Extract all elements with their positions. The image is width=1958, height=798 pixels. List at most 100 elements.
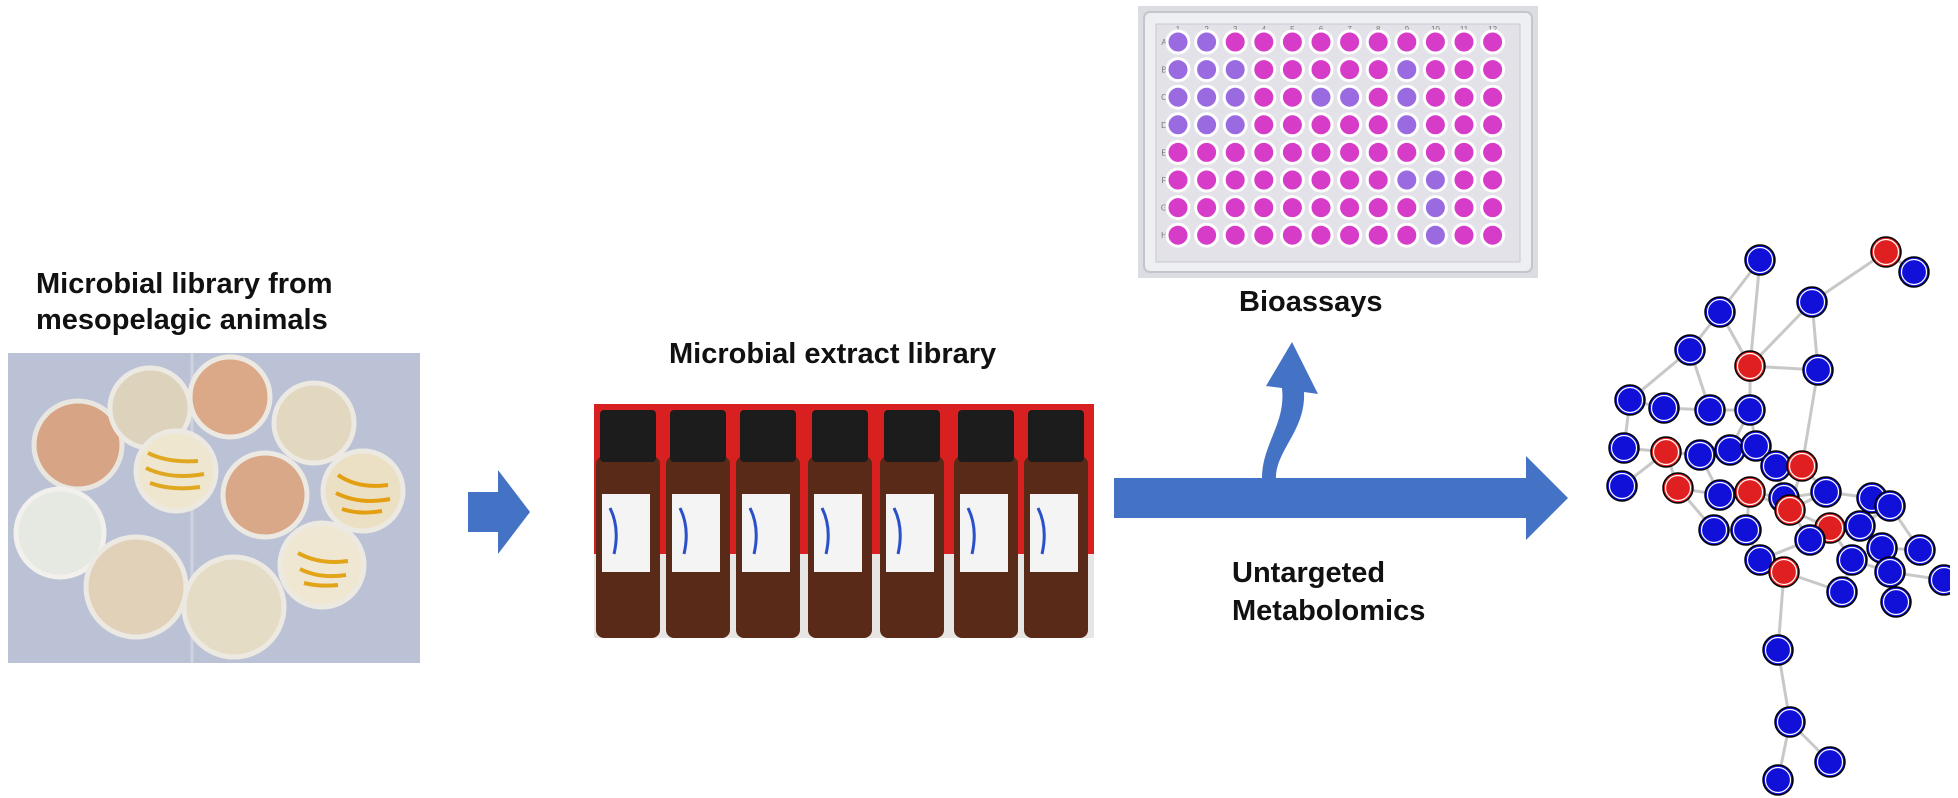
plate-well xyxy=(1451,139,1477,165)
plate-well xyxy=(1337,84,1363,110)
network-node-ring xyxy=(1812,478,1840,506)
network-node xyxy=(1734,394,1766,426)
network-node xyxy=(1928,564,1950,596)
plate-well xyxy=(1279,195,1305,221)
network-node-ring xyxy=(1676,336,1704,364)
network-node-ring xyxy=(1764,636,1792,664)
network-node xyxy=(1608,432,1640,464)
molecular-network xyxy=(1606,236,1950,796)
plate-well xyxy=(1165,167,1191,193)
plate-well xyxy=(1222,84,1248,110)
metabolomics-line2: Metabolomics xyxy=(1232,595,1426,627)
plate-well xyxy=(1480,167,1506,193)
vial xyxy=(1024,410,1088,638)
plate-well xyxy=(1451,222,1477,248)
plate-well xyxy=(1337,167,1363,193)
plate-row-label: E xyxy=(1161,148,1166,157)
network-node xyxy=(1744,244,1776,276)
plate-well xyxy=(1194,112,1220,138)
plate-well xyxy=(1480,195,1506,221)
network-node-ring xyxy=(1828,578,1856,606)
network-node xyxy=(1762,634,1794,666)
plate-well xyxy=(1165,222,1191,248)
metabolomics-label: Untargeted Metabolomics xyxy=(1232,554,1425,630)
plate-well xyxy=(1394,167,1420,193)
metabolomics-line1: Untargeted xyxy=(1232,557,1386,589)
plate-col-label: 7 xyxy=(1347,25,1352,34)
network-node-ring xyxy=(1906,536,1934,564)
network-node xyxy=(1714,434,1746,466)
plate-well xyxy=(1422,84,1448,110)
plate-col-label: 1 xyxy=(1176,25,1181,34)
network-node-ring xyxy=(1650,394,1678,422)
plate-well xyxy=(1251,112,1277,138)
network-node-ring xyxy=(1732,516,1760,544)
network-node-ring xyxy=(1696,396,1724,424)
network-node-ring xyxy=(1736,478,1764,506)
network-node-ring xyxy=(1798,288,1826,316)
network-node-ring xyxy=(1700,516,1728,544)
vial xyxy=(666,410,730,638)
plate-well xyxy=(1279,29,1305,55)
library-title: Microbial library from mesopelagic anima… xyxy=(36,266,333,338)
network-node-ring xyxy=(1652,438,1680,466)
network-node-ring xyxy=(1608,472,1636,500)
network-node-ring xyxy=(1882,588,1910,616)
plate-well xyxy=(1480,29,1506,55)
plate-well xyxy=(1365,84,1391,110)
plate-well xyxy=(1165,195,1191,221)
arrow-curved xyxy=(1262,342,1318,478)
plate-col-label: 5 xyxy=(1290,25,1295,34)
network-node-ring xyxy=(1846,512,1874,540)
plate-row-label: A xyxy=(1161,38,1167,47)
plate-well xyxy=(1365,195,1391,221)
plate-well xyxy=(1222,222,1248,248)
plate-well xyxy=(1337,112,1363,138)
network-node-ring xyxy=(1796,526,1824,554)
plate-well xyxy=(1279,139,1305,165)
vial xyxy=(880,410,944,638)
network-node xyxy=(1740,430,1772,462)
plate-well xyxy=(1337,57,1363,83)
network-node xyxy=(1826,576,1858,608)
plate-well xyxy=(1480,139,1506,165)
plate-well xyxy=(1165,139,1191,165)
plate-well xyxy=(1422,167,1448,193)
network-node xyxy=(1786,450,1818,482)
network-node-ring xyxy=(1736,396,1764,424)
network-node-ring xyxy=(1900,258,1928,286)
plate-well xyxy=(1279,84,1305,110)
plate-well xyxy=(1308,222,1334,248)
network-node-ring xyxy=(1764,766,1792,794)
plate-well xyxy=(1251,167,1277,193)
plate-well xyxy=(1194,195,1220,221)
network-node xyxy=(1650,436,1682,468)
plate-well xyxy=(1251,195,1277,221)
network-node xyxy=(1836,544,1868,576)
plate-well xyxy=(1194,29,1220,55)
petri-dish-photo xyxy=(8,353,420,663)
plate-well xyxy=(1222,139,1248,165)
plate-well xyxy=(1165,57,1191,83)
network-node xyxy=(1844,510,1876,542)
plate-well xyxy=(1480,112,1506,138)
plate-col-label: 9 xyxy=(1405,25,1410,34)
plate-well xyxy=(1394,29,1420,55)
plate-col-label: 3 xyxy=(1233,25,1238,34)
plate-well xyxy=(1165,84,1191,110)
network-node xyxy=(1694,394,1726,426)
network-node xyxy=(1880,586,1912,618)
plate-well xyxy=(1222,195,1248,221)
plate-col-label: 11 xyxy=(1460,25,1469,34)
plate-well xyxy=(1194,222,1220,248)
petri-dish xyxy=(271,380,357,466)
plate-well xyxy=(1194,57,1220,83)
plate-row-label: D xyxy=(1161,121,1167,130)
network-node-ring xyxy=(1770,558,1798,586)
plate-well xyxy=(1279,167,1305,193)
vials-photo xyxy=(594,404,1094,638)
plate-well xyxy=(1365,57,1391,83)
plate-well xyxy=(1337,222,1363,248)
petri-dish xyxy=(13,486,107,580)
network-node-ring xyxy=(1736,352,1764,380)
